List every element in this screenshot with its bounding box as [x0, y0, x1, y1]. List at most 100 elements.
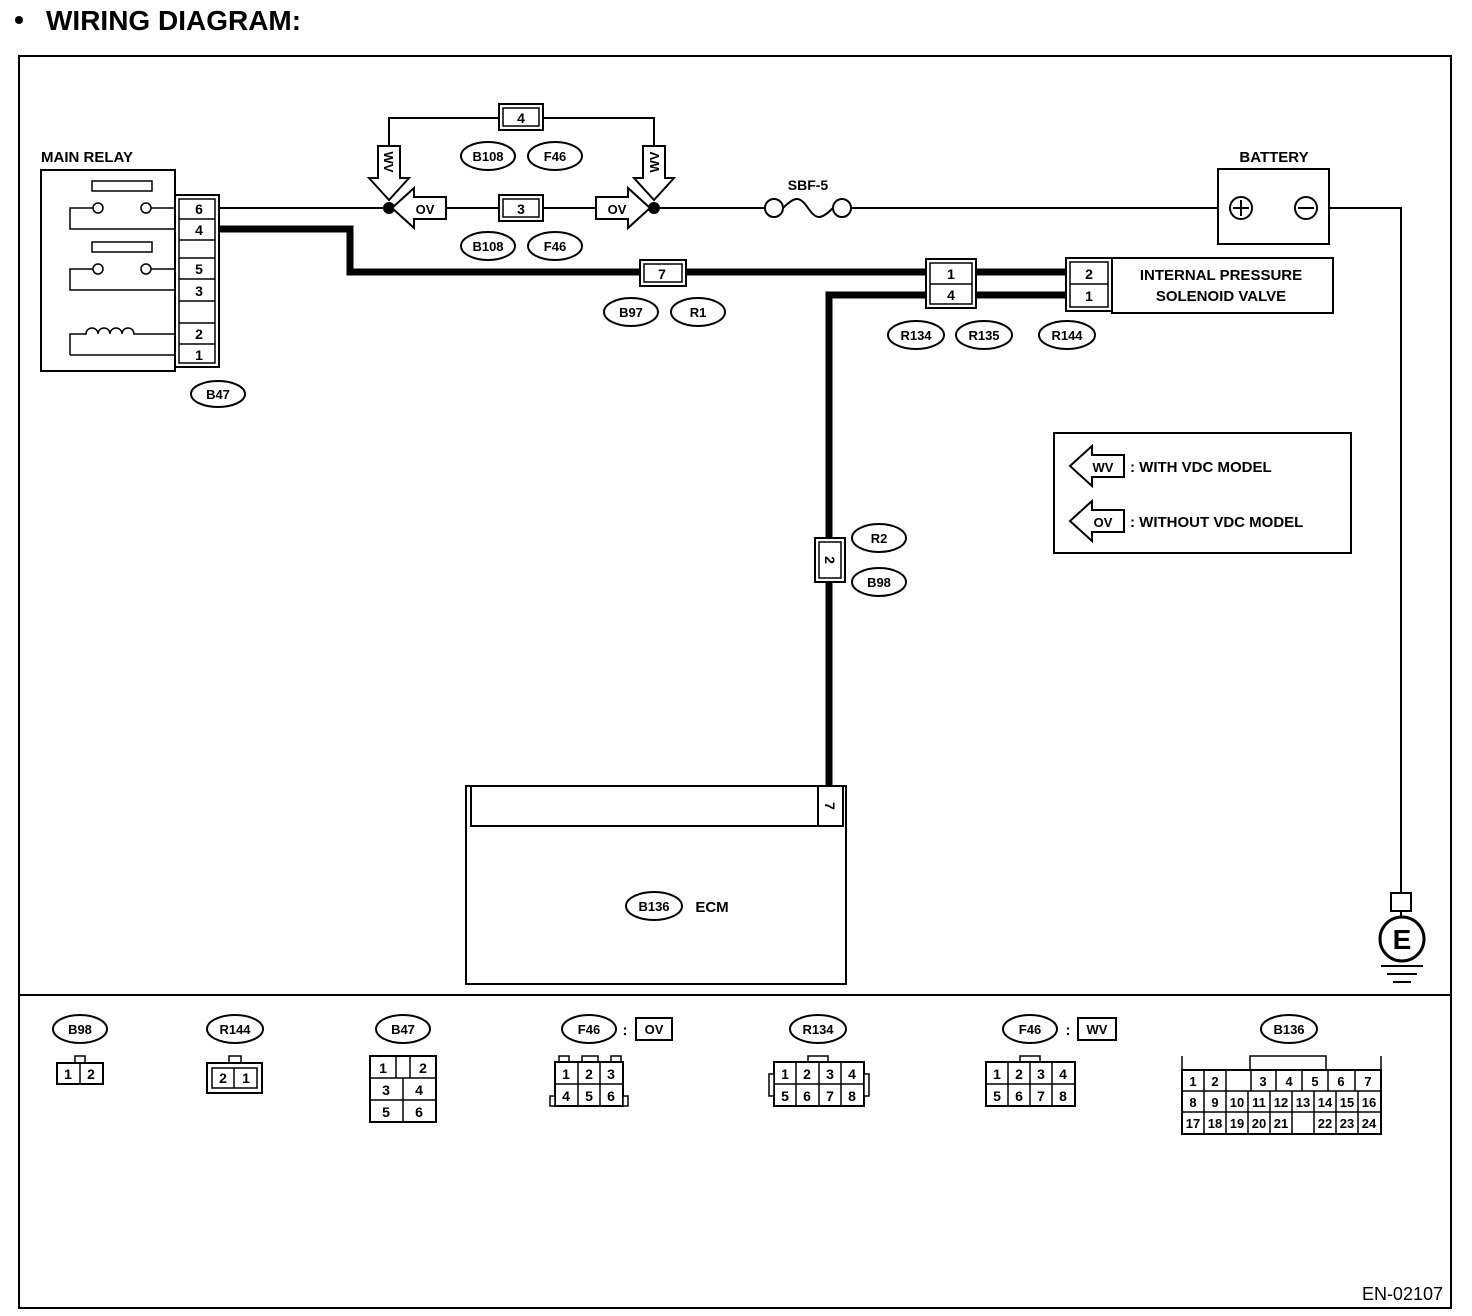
- svg-text:16: 16: [1362, 1095, 1376, 1110]
- junction-left: [383, 202, 395, 214]
- wv-arrow-right: WV: [633, 145, 675, 201]
- junction-right: [648, 202, 660, 214]
- figure-code: EN-02107: [1362, 1284, 1443, 1304]
- connector-b47-callout: B47: [206, 387, 230, 402]
- svg-text::: :: [623, 1022, 628, 1039]
- svg-text:F46: F46: [544, 239, 566, 254]
- relay-pin-2: 2: [195, 326, 203, 342]
- svg-text:12: 12: [1274, 1095, 1288, 1110]
- svg-text:17: 17: [1186, 1116, 1200, 1131]
- svg-text:24: 24: [1362, 1116, 1377, 1131]
- connector-view-b98: B98 1 2: [52, 1014, 108, 1085]
- connector-b136-callout: B136: [638, 899, 669, 914]
- wires: [219, 117, 1402, 893]
- svg-text:1: 1: [1085, 288, 1093, 304]
- relay-pin-1: 1: [195, 347, 203, 363]
- ground-label: E: [1393, 924, 1412, 955]
- svg-text:1: 1: [993, 1066, 1001, 1082]
- svg-text:2: 2: [803, 1066, 811, 1082]
- svg-text:1: 1: [242, 1070, 250, 1086]
- svg-text:2: 2: [419, 1060, 427, 1076]
- ecm-pin-7: 7: [822, 802, 838, 810]
- svg-text:4: 4: [1059, 1066, 1067, 1082]
- f46-wv-tag: WV: [1087, 1022, 1108, 1037]
- relay-pin-4: 4: [195, 222, 203, 238]
- svg-text::: :: [1066, 1022, 1071, 1039]
- svg-text:6: 6: [803, 1088, 811, 1104]
- svg-text:6: 6: [1337, 1074, 1344, 1089]
- relay-pin-5: 5: [195, 261, 203, 277]
- svg-text:4: 4: [415, 1082, 423, 1098]
- svg-text:8: 8: [1059, 1088, 1067, 1104]
- svg-text:R144: R144: [1051, 328, 1083, 343]
- svg-text:1: 1: [379, 1060, 387, 1076]
- ov-arrow-left: OV: [391, 187, 447, 229]
- svg-text:B47: B47: [391, 1022, 415, 1037]
- svg-text:B98: B98: [867, 575, 891, 590]
- svg-text:10: 10: [1230, 1095, 1244, 1110]
- svg-text:13: 13: [1296, 1095, 1310, 1110]
- svg-text:3: 3: [1037, 1066, 1045, 1082]
- svg-text:F46: F46: [578, 1022, 600, 1037]
- svg-text:7: 7: [1364, 1074, 1371, 1089]
- connector-view-f46-ov: F46 : OV 1 2 3 4 5 6: [549, 1014, 673, 1107]
- svg-text:15: 15: [1340, 1095, 1354, 1110]
- svg-text:23: 23: [1340, 1116, 1354, 1131]
- connector-r2-b98: 2 R2 B98: [814, 523, 907, 597]
- svg-text:6: 6: [607, 1088, 615, 1104]
- jumper-connector-wv: 4: [498, 103, 544, 131]
- svg-text:B97: B97: [619, 305, 643, 320]
- svg-text:11: 11: [1252, 1095, 1266, 1110]
- svg-text:22: 22: [1318, 1116, 1332, 1131]
- connector-view-b136: B136 1 2 3 4 5 6 7: [1181, 1014, 1382, 1135]
- svg-text:18: 18: [1208, 1116, 1222, 1131]
- fuse-sbf5: SBF-5: [764, 177, 852, 218]
- legend-wv-tag: WV: [1093, 460, 1114, 475]
- connector-view-r144: R144 2 1: [206, 1014, 264, 1094]
- legend-ov-text: : WITHOUT VDC MODEL: [1130, 514, 1303, 531]
- page-title: WIRING DIAGRAM:: [46, 5, 301, 36]
- legend-wv-text: : WITH VDC MODEL: [1130, 459, 1272, 476]
- svg-text:5: 5: [382, 1104, 390, 1120]
- svg-text:20: 20: [1252, 1116, 1266, 1131]
- svg-text:2: 2: [1211, 1074, 1218, 1089]
- svg-text:8: 8: [848, 1088, 856, 1104]
- connector-view-r134: R134 1 2 3 4 5 6 7 8: [768, 1014, 870, 1107]
- f46-ov-tag: OV: [645, 1022, 664, 1037]
- svg-text:3: 3: [607, 1066, 615, 1082]
- solenoid-label-line2: SOLENOID VALVE: [1156, 288, 1286, 305]
- svg-text:7: 7: [826, 1088, 834, 1104]
- relay-pin-6: 6: [195, 201, 203, 217]
- svg-text:4: 4: [947, 287, 955, 303]
- svg-text:7: 7: [1037, 1088, 1045, 1104]
- connector-view-f46-wv: F46 : WV 1 2 3 4 5 6 7 8: [985, 1014, 1117, 1107]
- title-bullet: [15, 16, 23, 24]
- svg-text:8: 8: [1189, 1095, 1196, 1110]
- svg-text:2: 2: [87, 1066, 95, 1082]
- svg-text:B98: B98: [68, 1022, 92, 1037]
- svg-text:9: 9: [1211, 1095, 1218, 1110]
- svg-text:3: 3: [517, 201, 525, 217]
- svg-text:4: 4: [562, 1088, 570, 1104]
- svg-text:R134: R134: [900, 328, 932, 343]
- svg-text:B108: B108: [472, 149, 503, 164]
- svg-text:5: 5: [1311, 1074, 1318, 1089]
- svg-text:OV: OV: [416, 202, 435, 217]
- svg-text:7: 7: [658, 266, 666, 282]
- svg-text:2: 2: [822, 556, 838, 564]
- svg-text:5: 5: [993, 1088, 1001, 1104]
- svg-text:6: 6: [1015, 1088, 1023, 1104]
- main-relay-label: MAIN RELAY: [41, 149, 133, 166]
- svg-text:R1: R1: [690, 305, 707, 320]
- svg-text:21: 21: [1274, 1116, 1288, 1131]
- callouts-top: B108 F46 B108 F46: [460, 141, 583, 261]
- svg-text:4: 4: [1285, 1074, 1293, 1089]
- svg-text:WV: WV: [647, 151, 662, 172]
- svg-text:1: 1: [947, 266, 955, 282]
- ecm: 7 B136 ECM: [465, 785, 847, 985]
- svg-text:2: 2: [1085, 266, 1093, 282]
- battery: BATTERY: [1217, 149, 1330, 245]
- svg-text:B108: B108: [472, 239, 503, 254]
- solenoid-label-line1: INTERNAL PRESSURE: [1140, 267, 1302, 284]
